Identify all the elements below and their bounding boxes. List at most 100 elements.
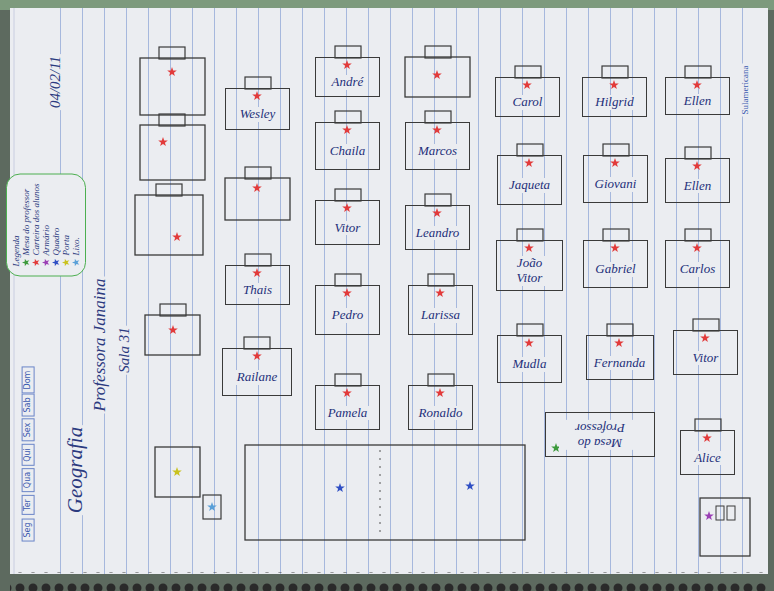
empty-desk (135, 57, 470, 355)
cabinet (704, 511, 714, 520)
blackboard (245, 445, 525, 540)
student-desk: Pamela (315, 385, 380, 430)
trash-bin (203, 495, 221, 519)
student-desk: Giovani (583, 155, 648, 203)
weekday-box: Seg (22, 518, 35, 541)
legend-swatch (52, 259, 60, 267)
desk-star (692, 80, 702, 89)
desk-star (252, 183, 262, 192)
student-desk: Vitor (673, 330, 738, 375)
desk-star (342, 388, 352, 397)
student-desk: Railane (222, 348, 292, 396)
paper (10, 572, 768, 591)
desk-star (522, 80, 532, 89)
desk-star (342, 288, 352, 297)
student-desk: Thais (225, 265, 290, 305)
student-name: Carlos (678, 262, 717, 277)
door (172, 467, 182, 476)
student-desk: Marcos (405, 122, 470, 170)
legend-text: Mesa do professor (21, 189, 31, 256)
chair (245, 167, 271, 179)
weekday-box: Sab (22, 393, 35, 416)
legend-entry: Carteira dos alunos (31, 183, 41, 266)
student-name: Alice (692, 451, 723, 466)
cabinet (727, 506, 735, 520)
desk-star (432, 208, 442, 217)
student-desk: Pedro (315, 285, 380, 335)
student-desk: Hilgrid (582, 77, 647, 117)
desk-star (700, 333, 710, 342)
blackboard (465, 481, 475, 490)
student-name: André (330, 75, 366, 90)
door (155, 447, 200, 497)
note-label: Sulamericana (741, 64, 751, 117)
student-desk: Ronaldo (408, 385, 473, 430)
desk-star (435, 388, 445, 397)
legend-entry: Mesa do professor (21, 183, 31, 266)
student-name: Railane (235, 370, 279, 385)
paper (14, 8, 15, 574)
legend-entry: Porta (61, 183, 71, 266)
desk-star (172, 232, 182, 241)
desk-star (610, 158, 620, 167)
student-desk: Chaila (315, 122, 380, 170)
desk-star (432, 70, 442, 79)
student-desk: Leandro (405, 205, 470, 250)
desk-star (524, 158, 534, 167)
empty-desk (405, 57, 470, 97)
legend-swatch (62, 259, 70, 267)
blackboard (380, 450, 381, 535)
desk-star (342, 125, 352, 134)
desk-star (252, 351, 262, 360)
chair (160, 304, 186, 316)
student-name: Chaila (328, 144, 367, 159)
legend-swatch (42, 259, 50, 267)
student-desk: Larissa (408, 285, 473, 335)
student-desk: Gabriel (583, 240, 648, 288)
weekday-box: Dom (22, 367, 35, 394)
paper (60, 8, 760, 574)
desk-star (342, 60, 352, 69)
student-desk: Wesley (225, 88, 290, 130)
student-name: Ellen (682, 94, 713, 109)
student-name: Vitor (333, 221, 363, 236)
student-name: Jaqueta (507, 178, 552, 193)
desk-star (435, 288, 445, 297)
student-desk: Jaqueta (497, 155, 562, 205)
student-name: Vitor (691, 351, 721, 366)
teacher-desk: Mesa do Professor (545, 412, 655, 457)
student-name: Giovani (593, 177, 639, 192)
desk-star (614, 338, 624, 347)
legend-text: Carteira dos alunos (31, 183, 41, 255)
student-name: Gabriel (593, 262, 637, 277)
student-name: Ellen (682, 179, 713, 194)
student-name: Wesley (238, 107, 278, 122)
cabinet (700, 498, 750, 556)
student-name: Larissa (419, 308, 462, 323)
student-name: Marcos (416, 144, 459, 159)
student-desk: Carol (495, 77, 560, 117)
legend-swatch (32, 259, 40, 267)
legend-text: Quadro (51, 228, 61, 256)
legend-swatch (72, 259, 80, 267)
student-name: Hilgrid (593, 95, 635, 110)
cabinet (700, 498, 750, 556)
desk-star (167, 67, 177, 76)
empty-desk (135, 195, 203, 255)
trash-bin (207, 502, 217, 511)
desk-star (158, 137, 168, 146)
blackboard (245, 445, 525, 540)
paper (10, 8, 768, 574)
legend-entry: Armário (41, 183, 51, 266)
student-desk: Alice (680, 430, 735, 475)
desk-star (342, 203, 352, 212)
legend: LegendaMesa do professorCarteira dos alu… (6, 173, 86, 276)
weekday-box: Qua (22, 468, 35, 492)
legend-title: Legenda (11, 183, 21, 266)
empty-desk (140, 125, 205, 180)
weekday-box: Ter (22, 495, 35, 515)
